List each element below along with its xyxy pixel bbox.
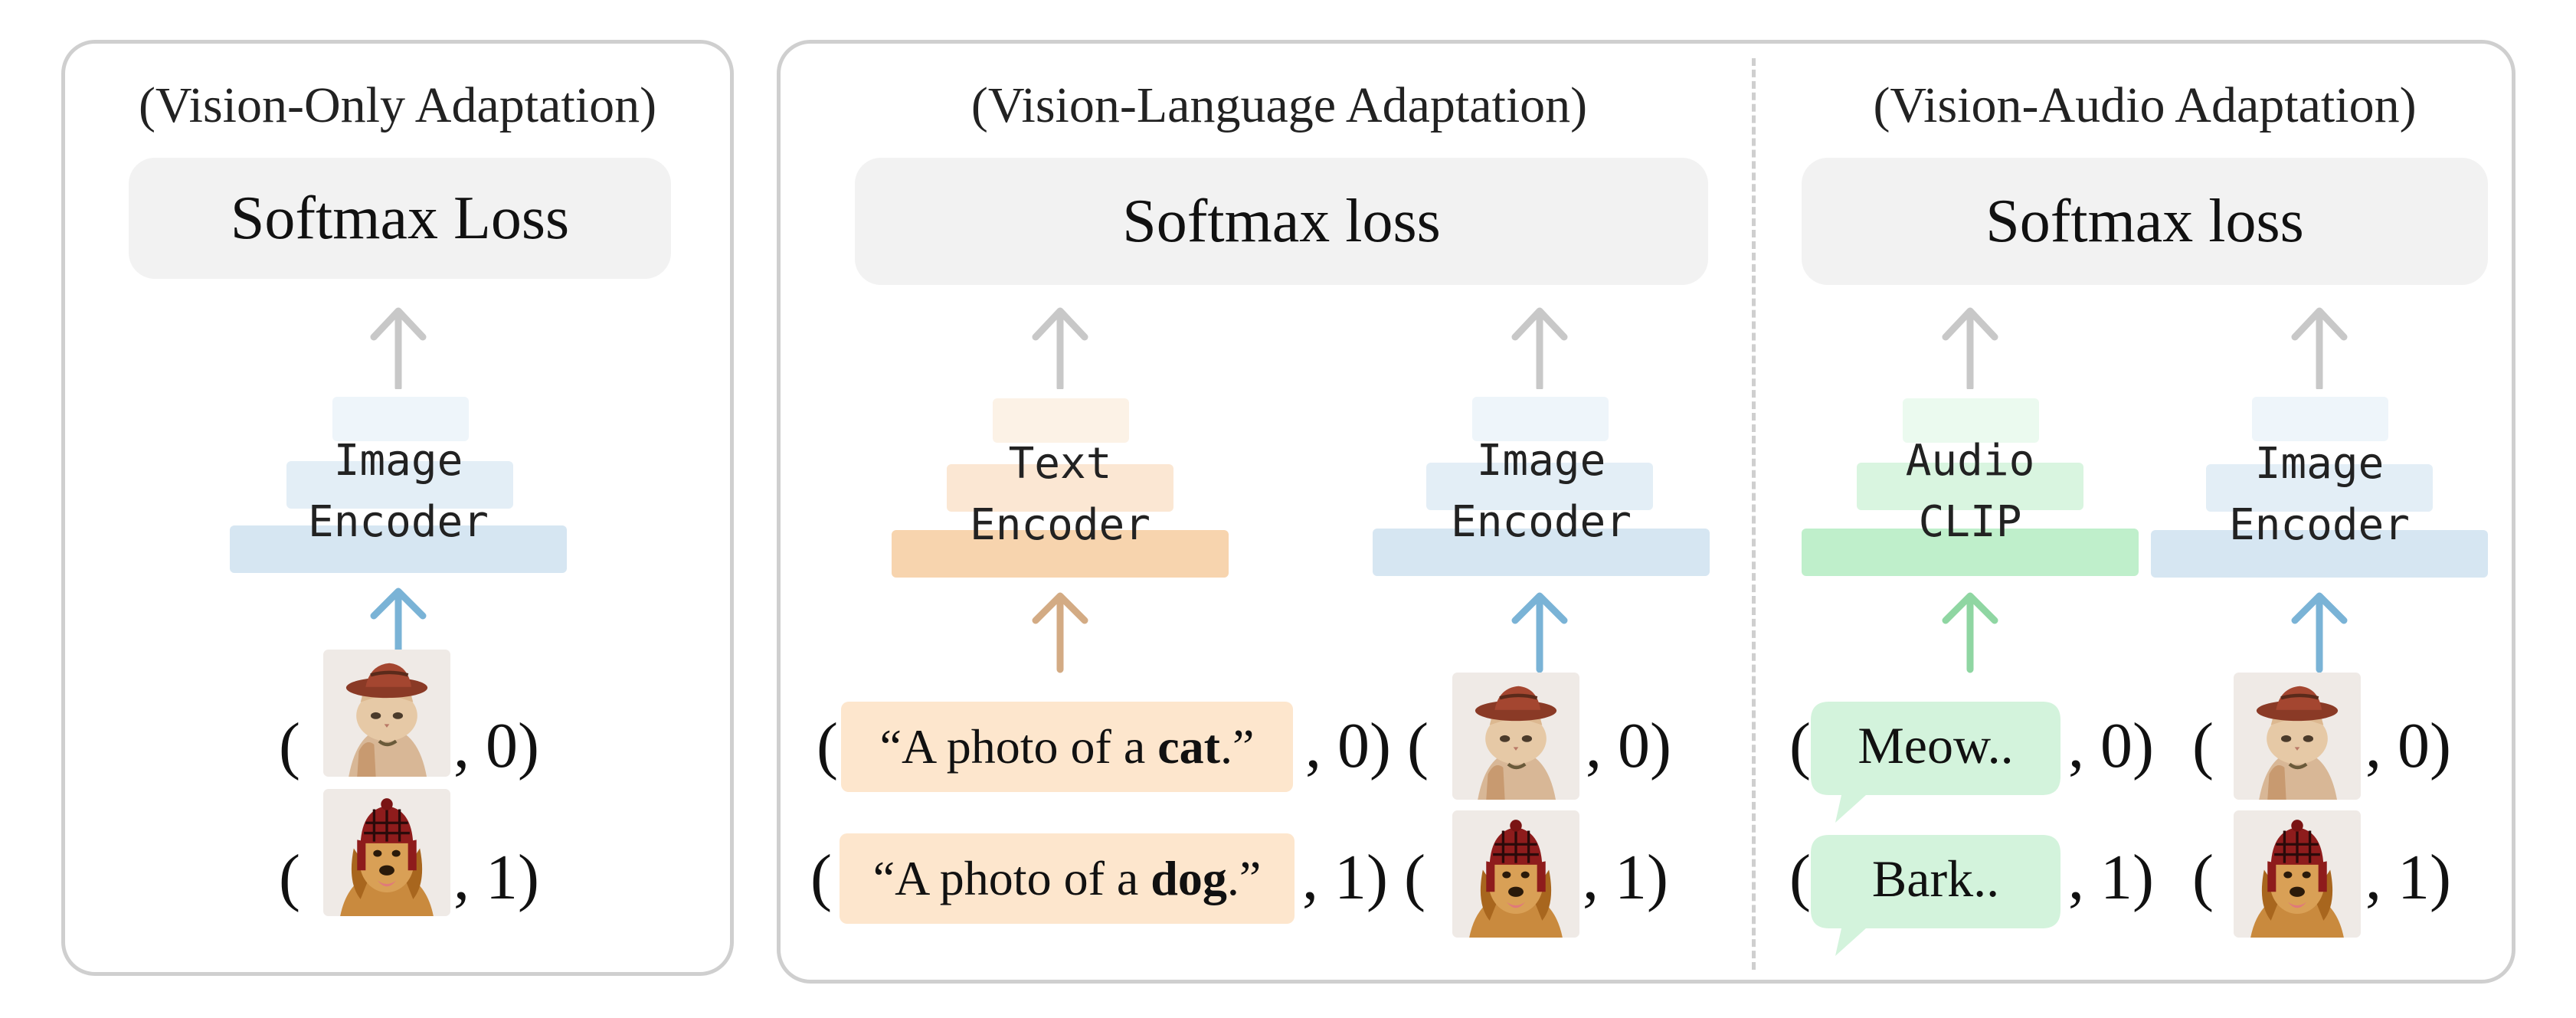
encoder-layer-top bbox=[332, 397, 469, 441]
row-open-paren: ( bbox=[1789, 842, 1811, 913]
cat-image bbox=[323, 650, 450, 777]
dog-image bbox=[323, 789, 450, 916]
row-open-paren: ( bbox=[2192, 710, 2214, 781]
sound-bark: Bark.. bbox=[1871, 849, 2000, 908]
caption-text: “A photo of a bbox=[879, 719, 1158, 774]
row-label: , 0) bbox=[2365, 710, 2451, 781]
row-label: , 1) ( bbox=[1302, 842, 1425, 913]
row-label: , 1) bbox=[2365, 842, 2451, 913]
caption-end: .” bbox=[1219, 719, 1255, 774]
loss-arrow bbox=[1032, 307, 1088, 389]
encoder-layer-bottom bbox=[230, 525, 567, 573]
image-encoder-layer-bottom bbox=[1373, 529, 1710, 576]
image-encoder-layer-top bbox=[2252, 397, 2388, 441]
caption-end: .” bbox=[1226, 851, 1262, 905]
caption-cat: “A photo of a cat.” bbox=[841, 702, 1293, 792]
cat-image bbox=[1452, 673, 1579, 800]
loss-arrow bbox=[370, 307, 427, 389]
caption-bold-word: dog bbox=[1151, 851, 1227, 905]
text-input-arrow bbox=[1032, 592, 1088, 673]
text-encoder-label: Text Encoder bbox=[969, 439, 1151, 550]
softmax-loss-box: Softmax loss bbox=[1802, 158, 2488, 285]
panel-title-vision-audio: (Vision-Audio Adaptation) bbox=[1873, 77, 2417, 133]
row-label: , 0) bbox=[1586, 710, 1671, 781]
row-open-paren: ( bbox=[2192, 842, 2214, 913]
audio-encoder-layer-middle bbox=[1857, 463, 2083, 510]
image-input-arrow bbox=[370, 588, 427, 662]
image-encoder-label: Image Encoder bbox=[307, 436, 489, 547]
speech-bubble-icon bbox=[1811, 835, 2060, 956]
row-open-paren: ( bbox=[810, 842, 832, 913]
sound-meow: Meow.. bbox=[1858, 716, 2014, 774]
row-label: , 0) ( bbox=[1305, 710, 1429, 781]
image-input-arrow bbox=[1511, 592, 1568, 673]
row-open-paren: ( bbox=[279, 842, 300, 913]
softmax-loss-label: Softmax loss bbox=[1122, 187, 1441, 255]
audio-clip-label: Audio CLIP bbox=[1905, 436, 2035, 547]
caption-bold-word: cat bbox=[1157, 719, 1220, 774]
text-encoder-layer-middle bbox=[947, 464, 1173, 512]
panel-divider bbox=[1752, 58, 1756, 970]
loss-arrow bbox=[1511, 307, 1568, 389]
softmax-loss-label: Softmax loss bbox=[1985, 187, 2304, 255]
dog-image bbox=[1452, 810, 1579, 938]
dog-image bbox=[2234, 810, 2361, 938]
audio-encoder-layer-top bbox=[1903, 398, 2039, 443]
loss-arrow bbox=[2291, 307, 2348, 389]
image-input-arrow bbox=[2291, 592, 2348, 673]
image-encoder-layer-bottom bbox=[2151, 530, 2488, 578]
panel-title-vision-language: (Vision-Language Adaptation) bbox=[971, 77, 1588, 133]
row-label: , 0) bbox=[2068, 710, 2154, 781]
encoder-layer-middle bbox=[286, 461, 513, 509]
cat-image bbox=[2234, 673, 2361, 800]
softmax-loss-box: Softmax Loss bbox=[129, 158, 671, 279]
row-label: , 1) bbox=[453, 842, 539, 913]
row-label: , 1) bbox=[1583, 842, 1668, 913]
image-encoder-layer-middle bbox=[1426, 463, 1653, 510]
row-label: , 0) bbox=[453, 710, 539, 781]
row-open-paren: ( bbox=[1789, 710, 1811, 781]
audio-input-arrow bbox=[1942, 592, 1998, 673]
image-encoder-layer-middle bbox=[2206, 464, 2433, 512]
caption-text: “A photo of a bbox=[872, 851, 1151, 905]
row-open-paren: ( bbox=[279, 710, 300, 781]
speech-bubble-icon bbox=[1811, 702, 2060, 823]
image-encoder-label: Image Encoder bbox=[2228, 439, 2410, 550]
caption-dog: “A photo of a dog.” bbox=[840, 833, 1295, 924]
text-encoder-layer-top bbox=[993, 398, 1129, 443]
row-open-paren: ( bbox=[817, 710, 838, 781]
image-encoder-layer-top bbox=[1472, 397, 1609, 441]
softmax-loss-box: Softmax loss bbox=[855, 158, 1708, 285]
image-encoder-label: Image Encoder bbox=[1450, 436, 1632, 547]
text-encoder-layer-bottom bbox=[892, 530, 1229, 578]
softmax-loss-label: Softmax Loss bbox=[230, 184, 570, 252]
row-label: , 1) bbox=[2068, 842, 2154, 913]
loss-arrow bbox=[1942, 307, 1998, 389]
panel-title-vision-only: (Vision-Only Adaptation) bbox=[138, 77, 657, 133]
audio-encoder-layer-bottom bbox=[1802, 529, 2139, 576]
